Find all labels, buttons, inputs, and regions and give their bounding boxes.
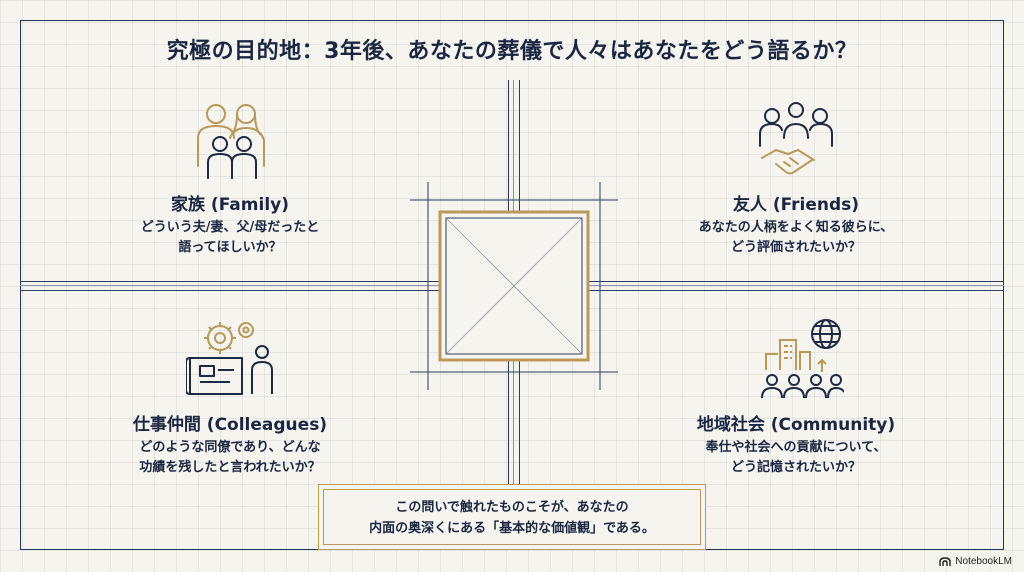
conclusion-line1: この問いで触れたものこそが、あなたの [395,500,629,515]
colleagues-question-line1: どのような同僚であり、どんな [139,440,321,455]
colleagues-question-line2: 功績を残したと言われたいか？ [139,460,321,475]
friends-heading: 友人 (Friends) [732,195,860,215]
handshake-group-icon [759,102,833,175]
conclusion-box: この問いで触れたものこそが、あなたの 内面の奥深くにある「基本的な価値観」である… [318,484,706,550]
page-title: 究極の目的地：3年後、あなたの葬儀で人々はあなたをどう語るか？ [166,39,858,64]
horizontal-divider-right [586,281,1004,291]
vertical-divider-top [508,80,520,214]
community-question-line2: どう記憶されたいか？ [730,460,861,475]
brand-label: NotebookLM [955,556,1012,567]
family-icon [197,104,265,179]
notebooklm-logo-icon [939,556,951,566]
family-question-line2: 語ってほしいか？ [178,240,282,255]
vertical-divider-bottom [508,358,520,486]
conclusion-text: この問いで触れたものこそが、あなたの 内面の奥深くにある「基本的な価値観」である… [319,497,705,539]
horizontal-divider-left [20,281,442,291]
community-globe-icon [761,319,844,399]
friends-question-line1: あなたの人柄をよく知る彼らに、 [698,220,894,235]
brand-watermark: NotebookLM [939,556,1012,567]
conclusion-line2: 内面の奥深くにある「基本的な価値観」である。 [369,521,655,536]
family-heading: 家族 (Family) [171,195,289,215]
colleague-gears-icon [186,322,273,395]
center-frame [410,182,618,390]
community-question-line1: 奉仕や社会への貢献について、 [705,440,887,455]
colleagues-heading: 仕事仲間 (Colleagues) [132,415,328,435]
friends-question-line2: どう評価されたいか？ [730,240,861,255]
family-question-line1: どういう夫/妻、父/母だったと [140,220,320,235]
community-heading: 地域社会 (Community) [696,415,896,435]
